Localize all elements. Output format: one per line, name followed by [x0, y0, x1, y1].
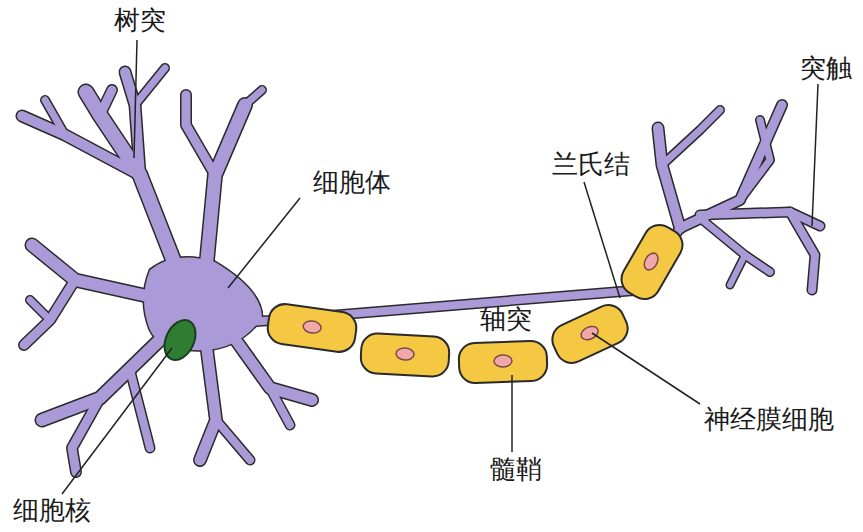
neuron-branch: [245, 90, 262, 105]
leader-line: [592, 333, 700, 404]
neuron-branch: [30, 300, 50, 320]
neuron-branch: [662, 110, 720, 165]
neuron-branch: [186, 95, 215, 175]
myelin-segment: [616, 219, 689, 305]
part-label: 细胞核: [13, 496, 91, 525]
cell-body: [144, 258, 262, 351]
leader-line: [134, 40, 137, 158]
neuron-branch: [205, 105, 245, 280]
part-label: 轴突: [480, 305, 532, 334]
myelin-segment: [458, 340, 547, 383]
neuron-branch: [658, 128, 680, 228]
neuron-branch: [740, 120, 770, 200]
leader-line: [812, 84, 818, 226]
neuron-branch: [245, 90, 262, 105]
leader-line: [584, 182, 620, 298]
neuron-branch: [24, 280, 75, 345]
neuron-branch: [135, 68, 165, 105]
neuron-branch: [100, 90, 112, 115]
part-label: 神经膜细胞: [704, 405, 834, 434]
neuron-branch: [22, 116, 140, 175]
leader-line: [228, 198, 300, 288]
neuron-branch: [662, 110, 720, 165]
myelin-segment: [547, 300, 633, 368]
part-label: 细胞体: [313, 168, 391, 197]
neuron-branch: [24, 280, 75, 345]
neuron-branch: [216, 420, 250, 460]
neuron-branch: [216, 420, 250, 460]
neuron-branch: [200, 335, 216, 460]
myelin-segment: [266, 302, 359, 354]
neuron-branch: [270, 388, 290, 425]
neuron-branch: [200, 335, 216, 460]
part-label: 髓鞘: [490, 455, 542, 484]
neuron-branch: [658, 128, 680, 228]
part-label: 兰氏结: [552, 150, 630, 179]
neuron-branch: [30, 300, 50, 320]
neuron-branch: [700, 212, 820, 226]
myelin-segment: [360, 333, 450, 378]
part-label: 树突: [114, 6, 166, 35]
leader-line: [511, 375, 513, 452]
neuron-branch: [135, 68, 165, 105]
leader-line: [62, 348, 172, 494]
part-label: 突触: [800, 54, 852, 83]
neuron-branch: [700, 218, 770, 272]
neuron-branch: [100, 90, 112, 115]
neuron-branch: [730, 255, 745, 285]
neuron-branch: [45, 100, 65, 135]
neuron-branch: [125, 72, 140, 175]
neuron-branch: [700, 218, 770, 272]
neuron-branch: [205, 105, 245, 280]
cell-body: [144, 258, 262, 351]
neuron-branch: [790, 212, 815, 290]
neuron-branch: [186, 95, 215, 175]
neuron-branch: [730, 255, 745, 285]
